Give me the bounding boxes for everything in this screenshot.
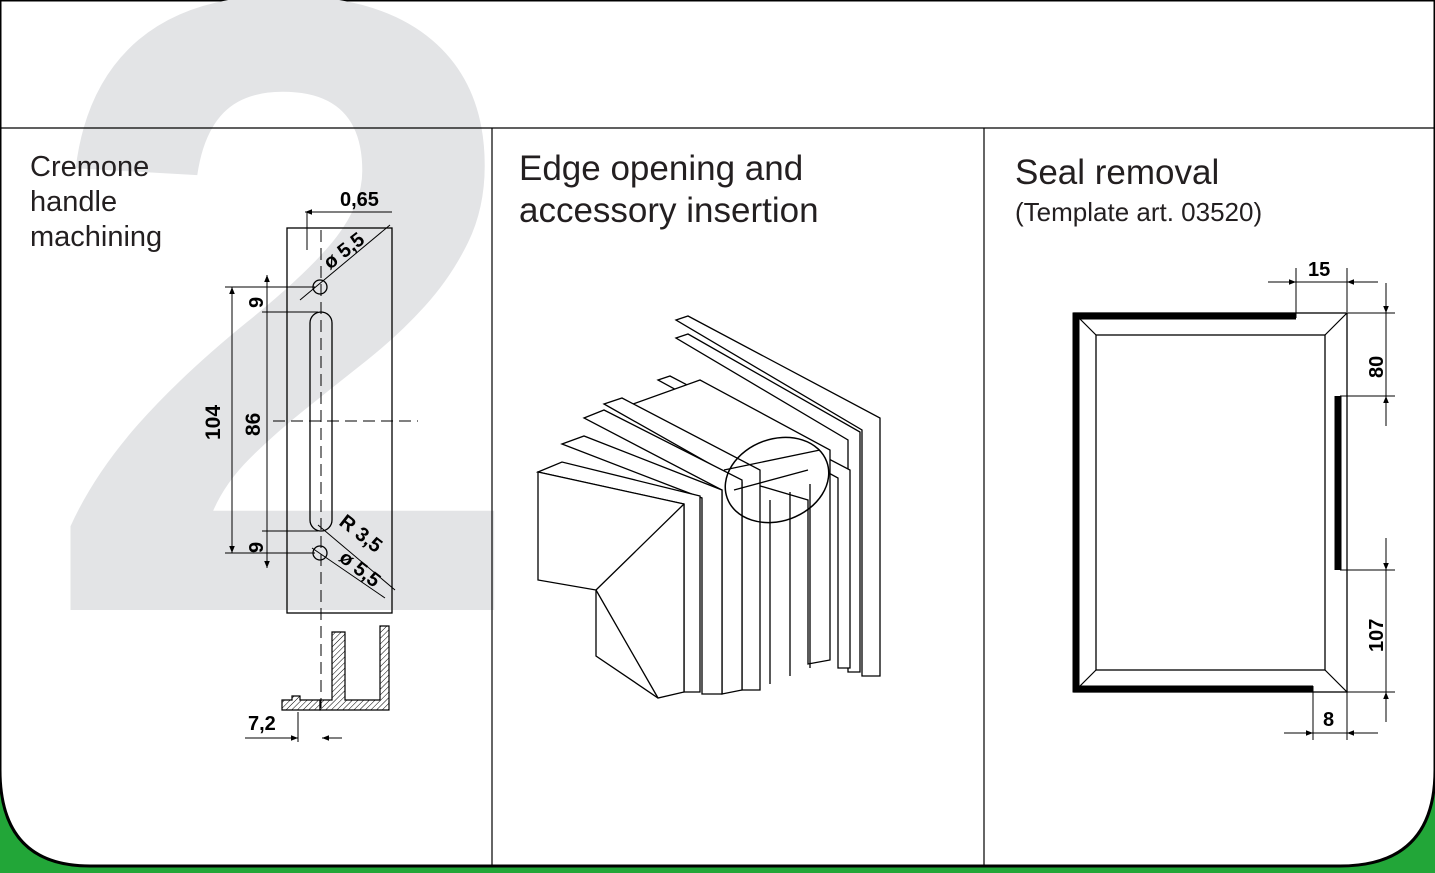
panel-2-title: Edge opening and accessory insertion xyxy=(519,149,819,230)
detail-circle xyxy=(724,436,830,524)
profile-isometric xyxy=(535,315,881,699)
dim-upper: 80 xyxy=(1366,356,1388,378)
dim-profile-offset: 7,2 xyxy=(248,713,276,735)
dim-offset: 0,65 xyxy=(340,189,379,211)
panel-seal-removal: Seal removal (Template art. 03520) 15 80 xyxy=(1015,153,1395,740)
background-number: 2 xyxy=(40,0,529,797)
panel-3-title: Seal removal xyxy=(1015,153,1219,192)
panel-edge-opening: Edge opening and accessory insertion xyxy=(519,149,881,699)
dim-lower: 107 xyxy=(1366,619,1388,652)
panel-1-title: Cremone handle machining xyxy=(30,151,162,253)
dim-slot-length: 86 xyxy=(242,413,265,436)
dim-bottom-gap: 9 xyxy=(246,542,268,553)
panel-3-subtitle: (Template art. 03520) xyxy=(1015,197,1262,227)
dim-total: 104 xyxy=(202,405,225,440)
dim-bottom-width: 8 xyxy=(1323,709,1334,731)
seal-line xyxy=(1072,312,1313,693)
profile-section xyxy=(281,625,390,711)
dim-top-width: 15 xyxy=(1308,259,1330,281)
dim-top-gap: 9 xyxy=(246,297,268,308)
sash-frame-inner xyxy=(1095,334,1326,671)
